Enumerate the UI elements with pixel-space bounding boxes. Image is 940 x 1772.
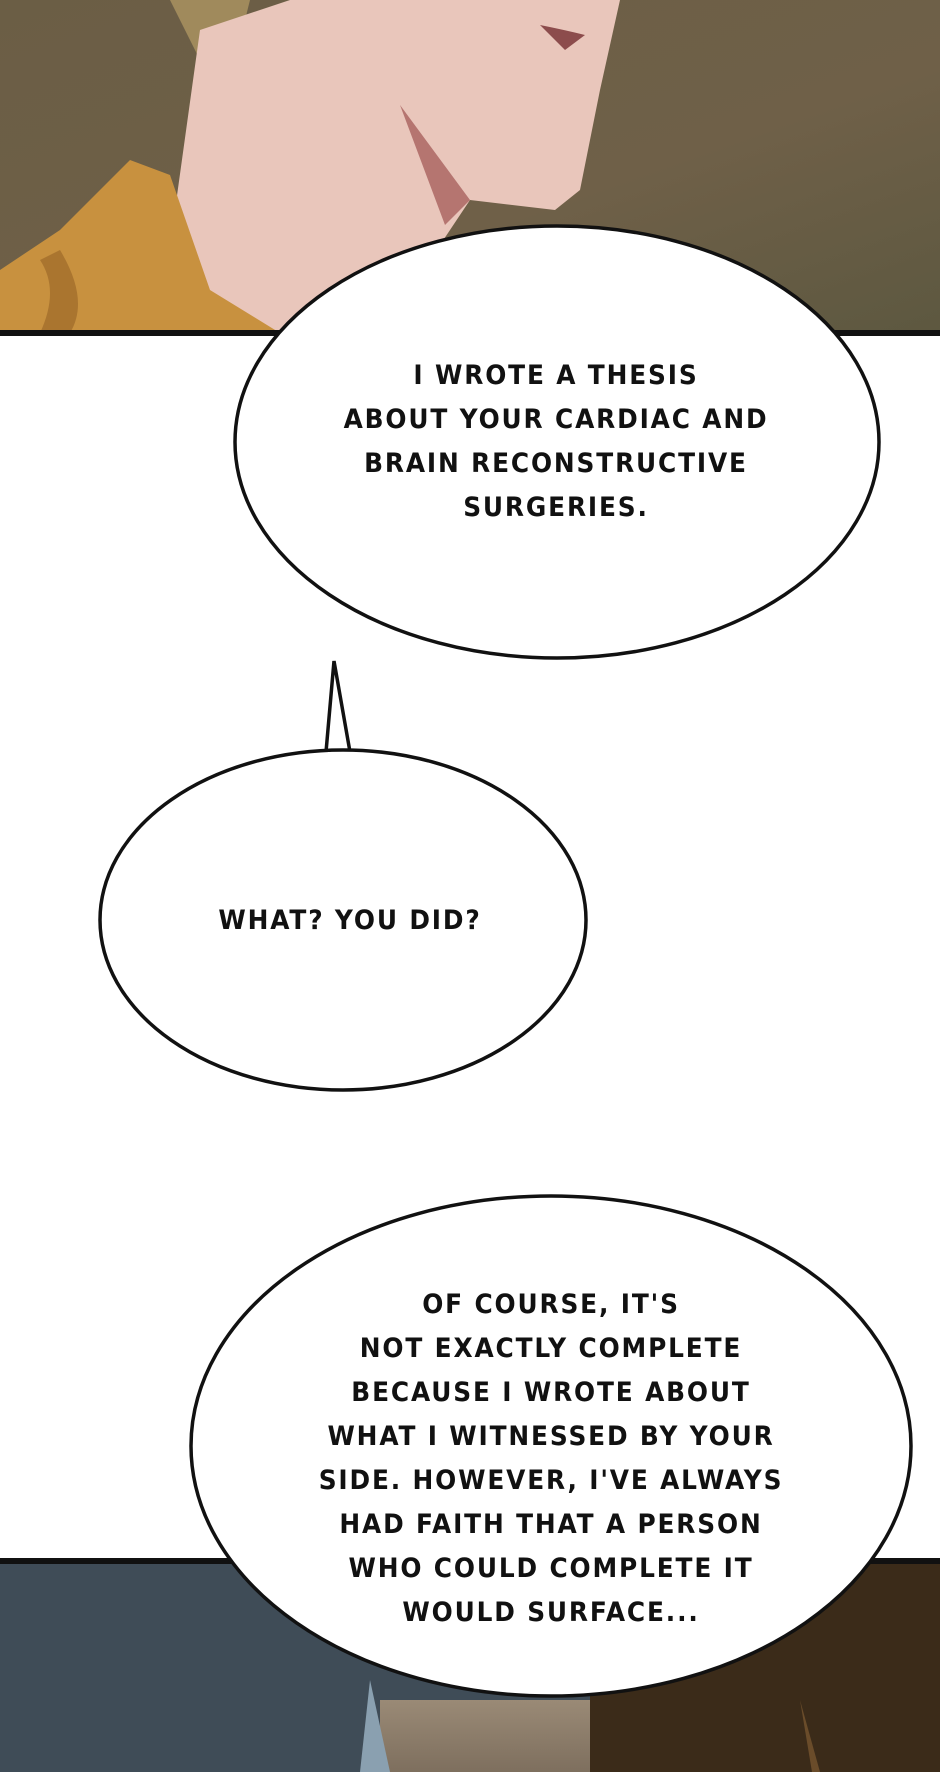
speech-bubble-3 — [189, 1194, 913, 1698]
bubble-line: WHAT I WITNESSED BY YOUR — [327, 1421, 775, 1452]
bubble-line: ABOUT YOUR CARDIAC AND — [343, 404, 769, 435]
bubble-line: NOT EXACTLY COMPLETE — [359, 1333, 743, 1364]
speech-bubble-1 — [233, 224, 881, 660]
bubble-line: WHAT? YOU DID? — [218, 905, 482, 936]
neck-skin — [160, 0, 620, 333]
bubble-line: WHO COULD COMPLETE IT — [348, 1553, 754, 1584]
bubble-line: I WROTE A THESIS — [413, 360, 699, 391]
bubble-3-text: OF COURSE, IT'S NOT EXACTLY COMPLETE BEC… — [319, 1283, 784, 1635]
bubble-line: BRAIN RECONSTRUCTIVE — [364, 448, 748, 479]
bubble-1-text: I WROTE A THESIS ABOUT YOUR CARDIAC AND … — [344, 354, 769, 530]
speech-bubble-2 — [98, 748, 588, 1092]
bubble-line: OF COURSE, IT'S — [422, 1289, 680, 1320]
bubble-line: BECAUSE I WROTE ABOUT — [351, 1377, 751, 1408]
bubble-line: WOULD SURFACE... — [402, 1597, 700, 1628]
bubble-line: HAD FAITH THAT A PERSON — [339, 1509, 763, 1540]
speech-bubble-2-tail — [324, 660, 353, 754]
bubble-line: SIDE. HOWEVER, I'VE ALWAYS — [318, 1465, 784, 1496]
bubble-line: SURGERIES. — [463, 492, 649, 523]
bubble-2-text: WHAT? YOU DID? — [218, 899, 481, 943]
